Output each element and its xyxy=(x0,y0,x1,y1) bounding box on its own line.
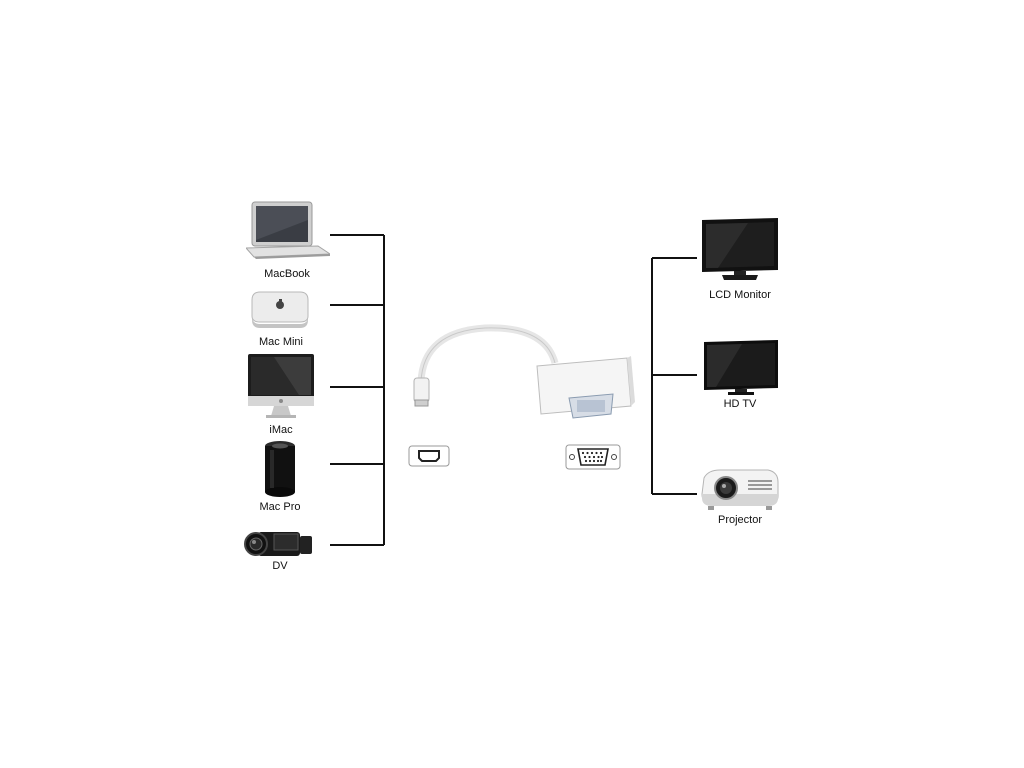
projector-icon xyxy=(701,469,779,510)
device-label-lcd-monitor: LCD Monitor xyxy=(709,289,771,301)
device-label-macbook: MacBook xyxy=(264,268,310,280)
device-label-imac: iMac xyxy=(269,424,293,436)
device-label-projector: Projector xyxy=(717,514,763,526)
laptop-icon xyxy=(246,201,330,259)
device-label-hd-tv: HD TV xyxy=(723,398,757,410)
imac-icon xyxy=(248,354,314,418)
device-label-dv: DV xyxy=(272,560,288,572)
camcorder-icon xyxy=(244,532,312,556)
mac-pro-icon xyxy=(265,441,295,497)
mac-mini-icon xyxy=(251,291,309,328)
mini-displayport-icon xyxy=(408,445,450,467)
lcd-monitor-icon xyxy=(702,218,778,280)
vga-port-icon xyxy=(565,444,621,470)
device-label-mac-mini: Mac Mini xyxy=(258,336,304,348)
hd-tv-icon xyxy=(704,340,778,395)
mini-displayport-to-vga-adapter-image xyxy=(413,324,635,419)
device-label-mac-pro: Mac Pro xyxy=(259,501,301,513)
